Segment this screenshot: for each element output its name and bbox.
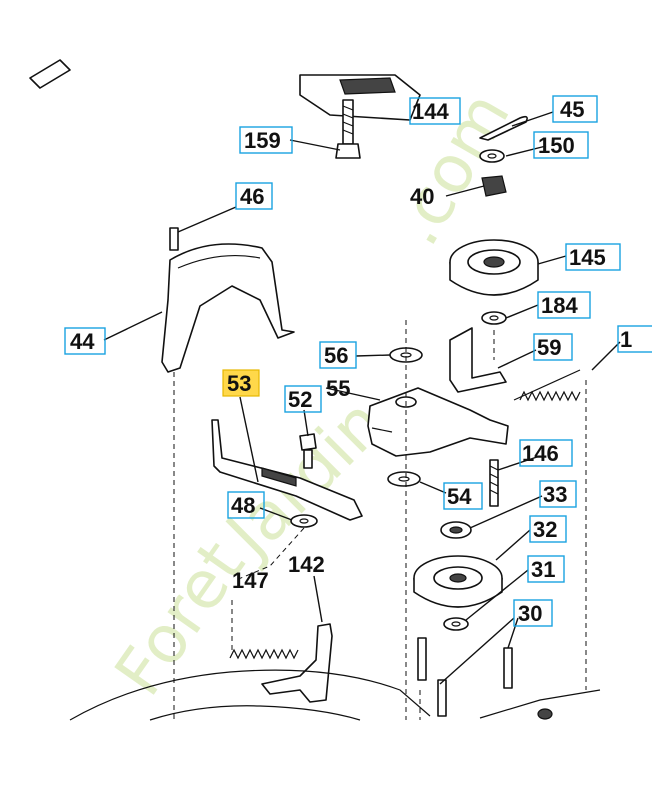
callout-142: 142 [288, 552, 325, 577]
spring-147-part [229, 648, 299, 660]
svg-text:59: 59 [537, 335, 561, 360]
svg-text:31: 31 [531, 557, 555, 582]
svg-text:145: 145 [569, 245, 606, 270]
svg-text:54: 54 [447, 484, 472, 509]
callout-145: 145 [565, 243, 621, 271]
bracket-142-part [261, 623, 333, 703]
callout-147: 147 [232, 568, 269, 593]
bracket-59-part [449, 327, 507, 393]
callout-46: 46 [235, 182, 273, 210]
callout-56: 56 [319, 341, 357, 369]
svg-text:184: 184 [541, 293, 578, 318]
callout-184: 184 [537, 291, 591, 319]
washer-150-part [479, 149, 505, 163]
nut-40-part [481, 175, 507, 197]
svg-text:40: 40 [410, 184, 434, 209]
callout-48: 48 [227, 491, 265, 519]
callout-159: 159 [239, 126, 293, 154]
svg-text:46: 46 [240, 184, 264, 209]
svg-text:32: 32 [533, 517, 557, 542]
callout-54: 54 [443, 482, 483, 510]
callout-31: 31 [527, 555, 565, 583]
svg-text:44: 44 [70, 329, 95, 354]
callout-32: 32 [529, 515, 567, 543]
watermark-line1: Foret [100, 527, 260, 709]
callout-44: 44 [64, 327, 106, 355]
assembly-axis-lines [173, 320, 587, 720]
washer-184-part [481, 311, 507, 325]
callout-146: 146 [519, 439, 573, 467]
bolt-46-part [169, 227, 179, 251]
pulley-32-part [413, 555, 503, 608]
svg-text:45: 45 [560, 97, 584, 122]
svg-text:55: 55 [326, 376, 350, 401]
svg-text:159: 159 [244, 128, 281, 153]
svg-text:144: 144 [412, 99, 449, 124]
callout-59: 59 [533, 333, 573, 361]
cotter-pin-45-part [479, 115, 528, 141]
callout-33: 33 [539, 480, 577, 508]
nut-33-part [440, 521, 472, 539]
svg-text:52: 52 [288, 387, 312, 412]
svg-text:146: 146 [522, 441, 559, 466]
bolt-30-part [417, 637, 513, 717]
svg-text:56: 56 [324, 343, 348, 368]
svg-text:30: 30 [518, 601, 542, 626]
svg-text:147: 147 [232, 568, 269, 593]
idler-arm-55-part [367, 387, 509, 457]
callout-53: 53 [222, 369, 260, 397]
svg-text:48: 48 [231, 493, 255, 518]
callout-144: 144 [409, 97, 461, 125]
svg-text:150: 150 [538, 133, 575, 158]
mower-deck-part [69, 669, 601, 721]
callout-45: 45 [552, 95, 598, 123]
bolt-52-part [299, 433, 317, 469]
callout-52: 52 [284, 385, 322, 413]
washer-54-part [387, 471, 421, 487]
bolt-146-part [489, 459, 499, 507]
spring-1-part [513, 369, 581, 402]
washer-31-part [443, 617, 469, 631]
svg-text:1: 1 [620, 327, 632, 352]
svg-text:53: 53 [227, 371, 251, 396]
callout-150: 150 [533, 131, 589, 159]
top-plate-part [29, 59, 421, 121]
callout-30: 30 [513, 599, 553, 627]
leader-lines [103, 111, 621, 685]
svg-text:142: 142 [288, 552, 325, 577]
idler-pulley-145-part [449, 239, 539, 296]
washer-48-part [290, 514, 318, 528]
callout-1: 1 [617, 325, 652, 353]
bolt-159-part [335, 99, 361, 159]
svg-text:33: 33 [543, 482, 567, 507]
rod-53-part [211, 419, 363, 521]
callout-40: 40 [410, 184, 434, 209]
belt-guard-44-part [161, 243, 295, 373]
callout-55: 55 [326, 376, 350, 401]
